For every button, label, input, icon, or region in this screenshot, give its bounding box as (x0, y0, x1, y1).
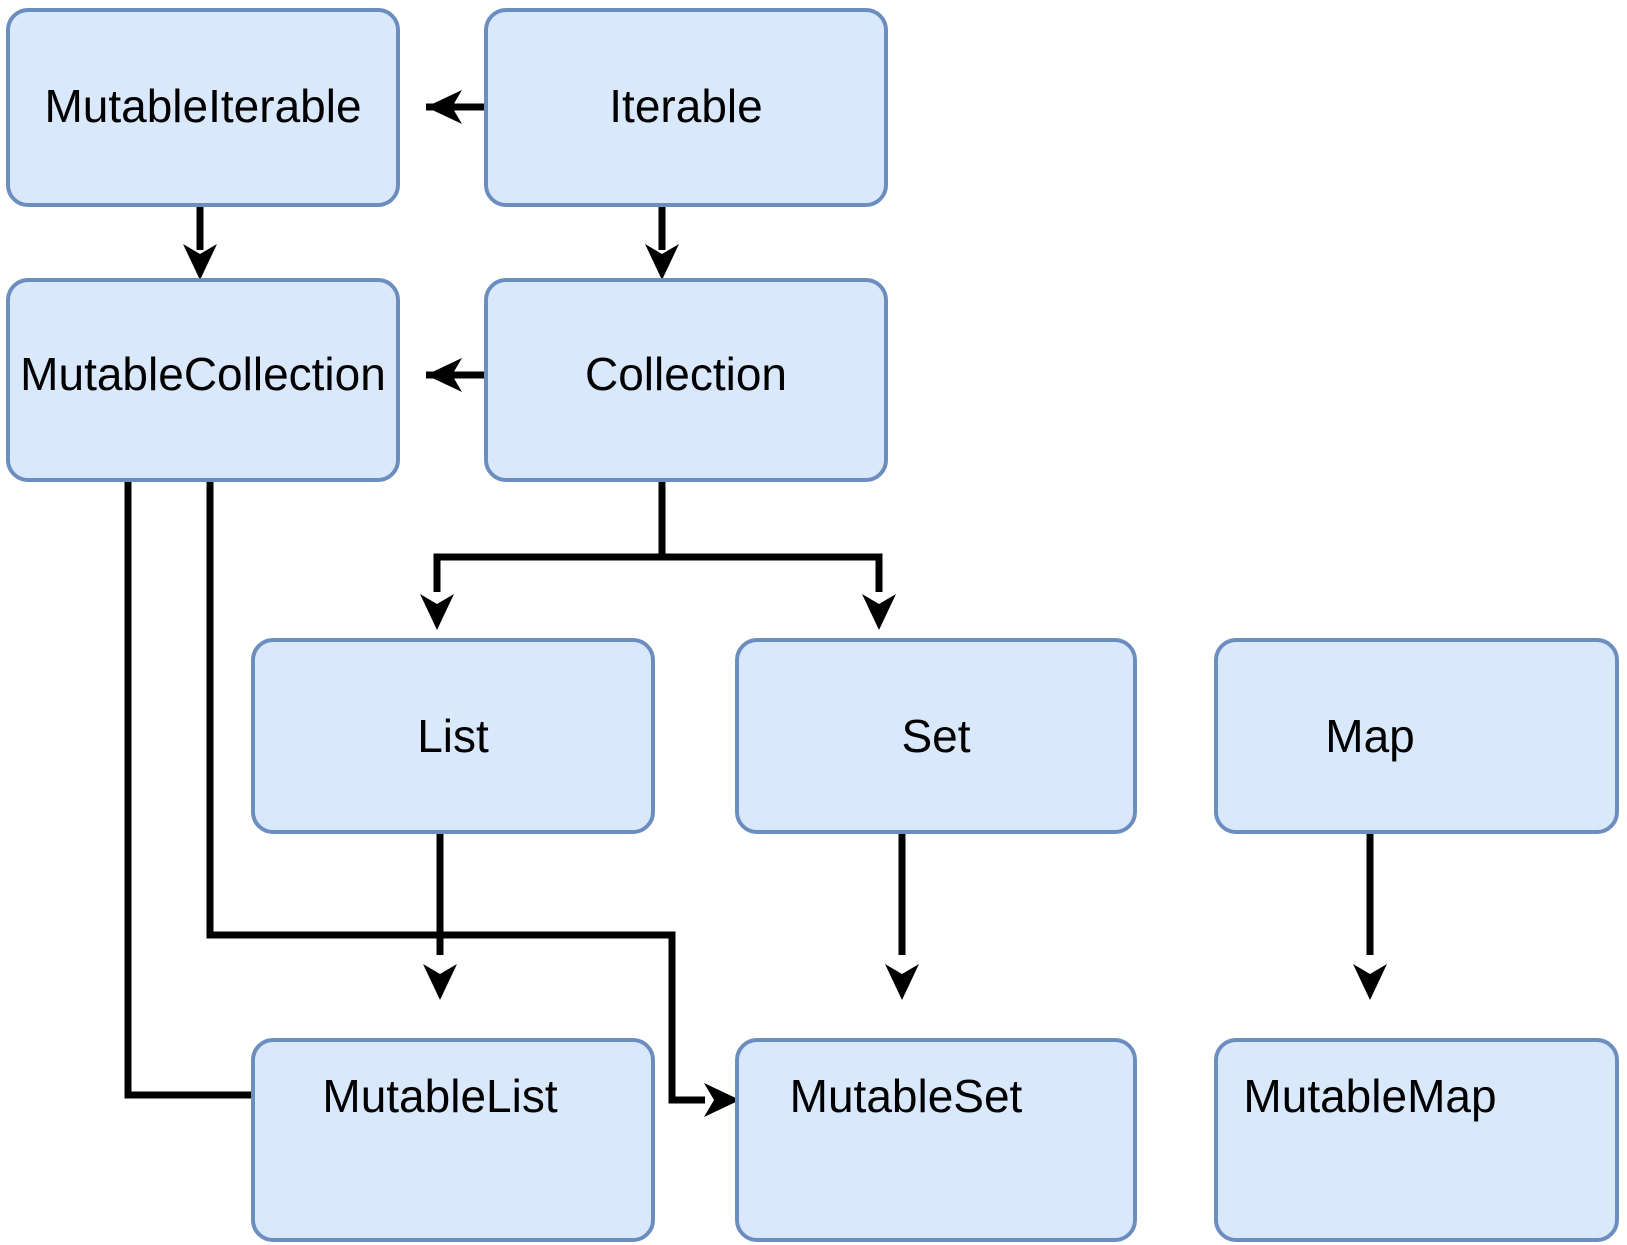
edge-collection-to-mutable-collection (426, 358, 486, 392)
node-box-mutable-map[interactable] (1214, 1038, 1619, 1242)
edge-iterable-to-collection (645, 205, 679, 280)
node-box-set[interactable] (735, 638, 1137, 834)
edge-mutable-collection-to-mutable-set (206, 480, 740, 1117)
edge-map-to-mutable-map (1353, 832, 1387, 1000)
node-mutable-map[interactable]: MutableMap (1214, 1038, 1619, 1242)
node-mutable-set[interactable]: MutableSet (735, 1038, 1137, 1242)
edge-collection-to-list (420, 480, 666, 630)
node-box-mutable-iterable[interactable] (6, 8, 400, 207)
node-mutable-collection[interactable]: MutableCollection (6, 278, 400, 482)
node-box-collection[interactable] (484, 278, 888, 482)
node-box-mutable-list[interactable] (251, 1038, 655, 1242)
edge-iterable-to-mutable-iterable (426, 90, 486, 124)
node-list[interactable]: List (251, 638, 655, 834)
node-iterable[interactable]: Iterable (484, 8, 888, 207)
node-map[interactable]: Map (1214, 638, 1619, 834)
edge-list-to-mutable-list (423, 832, 457, 1000)
node-mutable-iterable[interactable]: MutableIterable (6, 8, 400, 207)
node-collection[interactable]: Collection (484, 278, 888, 482)
edge-collection-to-set (658, 480, 896, 630)
edge-mutable-collection-to-mutable-list (124, 480, 253, 1099)
node-box-mutable-set[interactable] (735, 1038, 1137, 1242)
node-set[interactable]: Set (735, 638, 1137, 834)
edge-set-to-mutable-set (885, 832, 919, 1000)
node-mutable-list[interactable]: MutableList (251, 1038, 655, 1242)
edge-mutable-iterable-to-mutable-collection (183, 205, 217, 280)
node-box-mutable-collection[interactable] (6, 278, 400, 482)
node-box-map[interactable] (1214, 638, 1619, 834)
node-box-list[interactable] (251, 638, 655, 834)
node-box-iterable[interactable] (484, 8, 888, 207)
